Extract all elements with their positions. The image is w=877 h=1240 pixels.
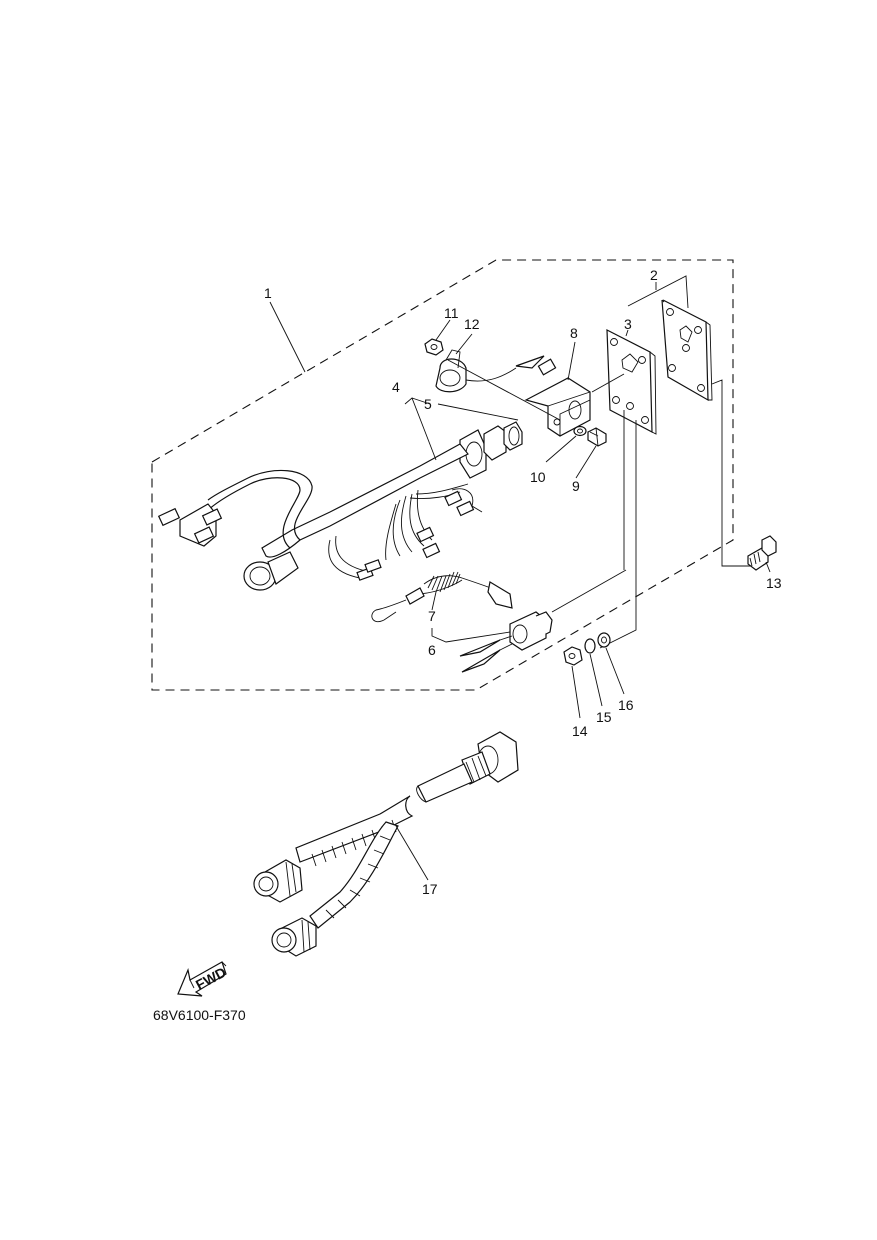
- leader-5: [437, 403, 519, 421]
- callout-10: 10: [530, 469, 546, 485]
- leader-16: [605, 647, 625, 695]
- callout-14: 14: [572, 723, 588, 739]
- leader-10: [545, 435, 577, 463]
- leader-2: [627, 275, 689, 309]
- leader-9: [575, 445, 597, 479]
- leader-17: [395, 825, 429, 881]
- extension-harness-17: [253, 731, 519, 957]
- leader-6: [431, 628, 511, 643]
- clamp-12: [435, 349, 467, 393]
- callout-6: 6: [428, 642, 436, 658]
- leader-3: [625, 329, 629, 337]
- callout-5: 5: [424, 396, 432, 412]
- callout-1: 1: [264, 285, 272, 301]
- leader-1: [269, 301, 306, 373]
- washer-15: [584, 638, 596, 654]
- switch-6: [459, 611, 553, 673]
- connector-4-left: [157, 503, 223, 547]
- bolt-9: [587, 427, 607, 447]
- leader-4: [404, 397, 437, 461]
- nut-11: [424, 338, 444, 356]
- washer-16: [597, 632, 611, 648]
- plate-2: [661, 299, 713, 402]
- fwd-arrow-icon: FWD: [177, 961, 229, 997]
- bolt-13: [747, 535, 777, 571]
- callout-15: 15: [596, 709, 612, 725]
- leader-15: [589, 653, 603, 707]
- callout-7: 7: [428, 608, 436, 624]
- callout-2: 2: [650, 267, 658, 283]
- harness-4: [261, 443, 469, 558]
- leader-7: [431, 591, 437, 611]
- callout-12: 12: [464, 316, 480, 332]
- leader-12: [455, 333, 473, 355]
- grommet-5: [459, 421, 523, 479]
- connector-4-round: [243, 551, 299, 591]
- callout-16: 16: [618, 697, 634, 713]
- callout-9: 9: [572, 478, 580, 494]
- callout-8: 8: [570, 325, 578, 341]
- leader-11: [435, 319, 451, 341]
- leader-13: [765, 561, 771, 573]
- nut-14: [563, 646, 583, 666]
- leader-14: [571, 665, 581, 719]
- callout-4: 4: [392, 379, 400, 395]
- assembly-boundary: [151, 259, 734, 691]
- callout-3: 3: [624, 316, 632, 332]
- washer-10: [573, 425, 587, 437]
- plate-3: [606, 328, 657, 435]
- callout-17: 17: [422, 881, 438, 897]
- callout-13: 13: [766, 575, 782, 591]
- callout-11: 11: [444, 305, 459, 321]
- diagram-code: 68V6100-F370: [153, 1007, 246, 1023]
- lanyard-7: [371, 571, 513, 622]
- leader-8: [567, 341, 576, 381]
